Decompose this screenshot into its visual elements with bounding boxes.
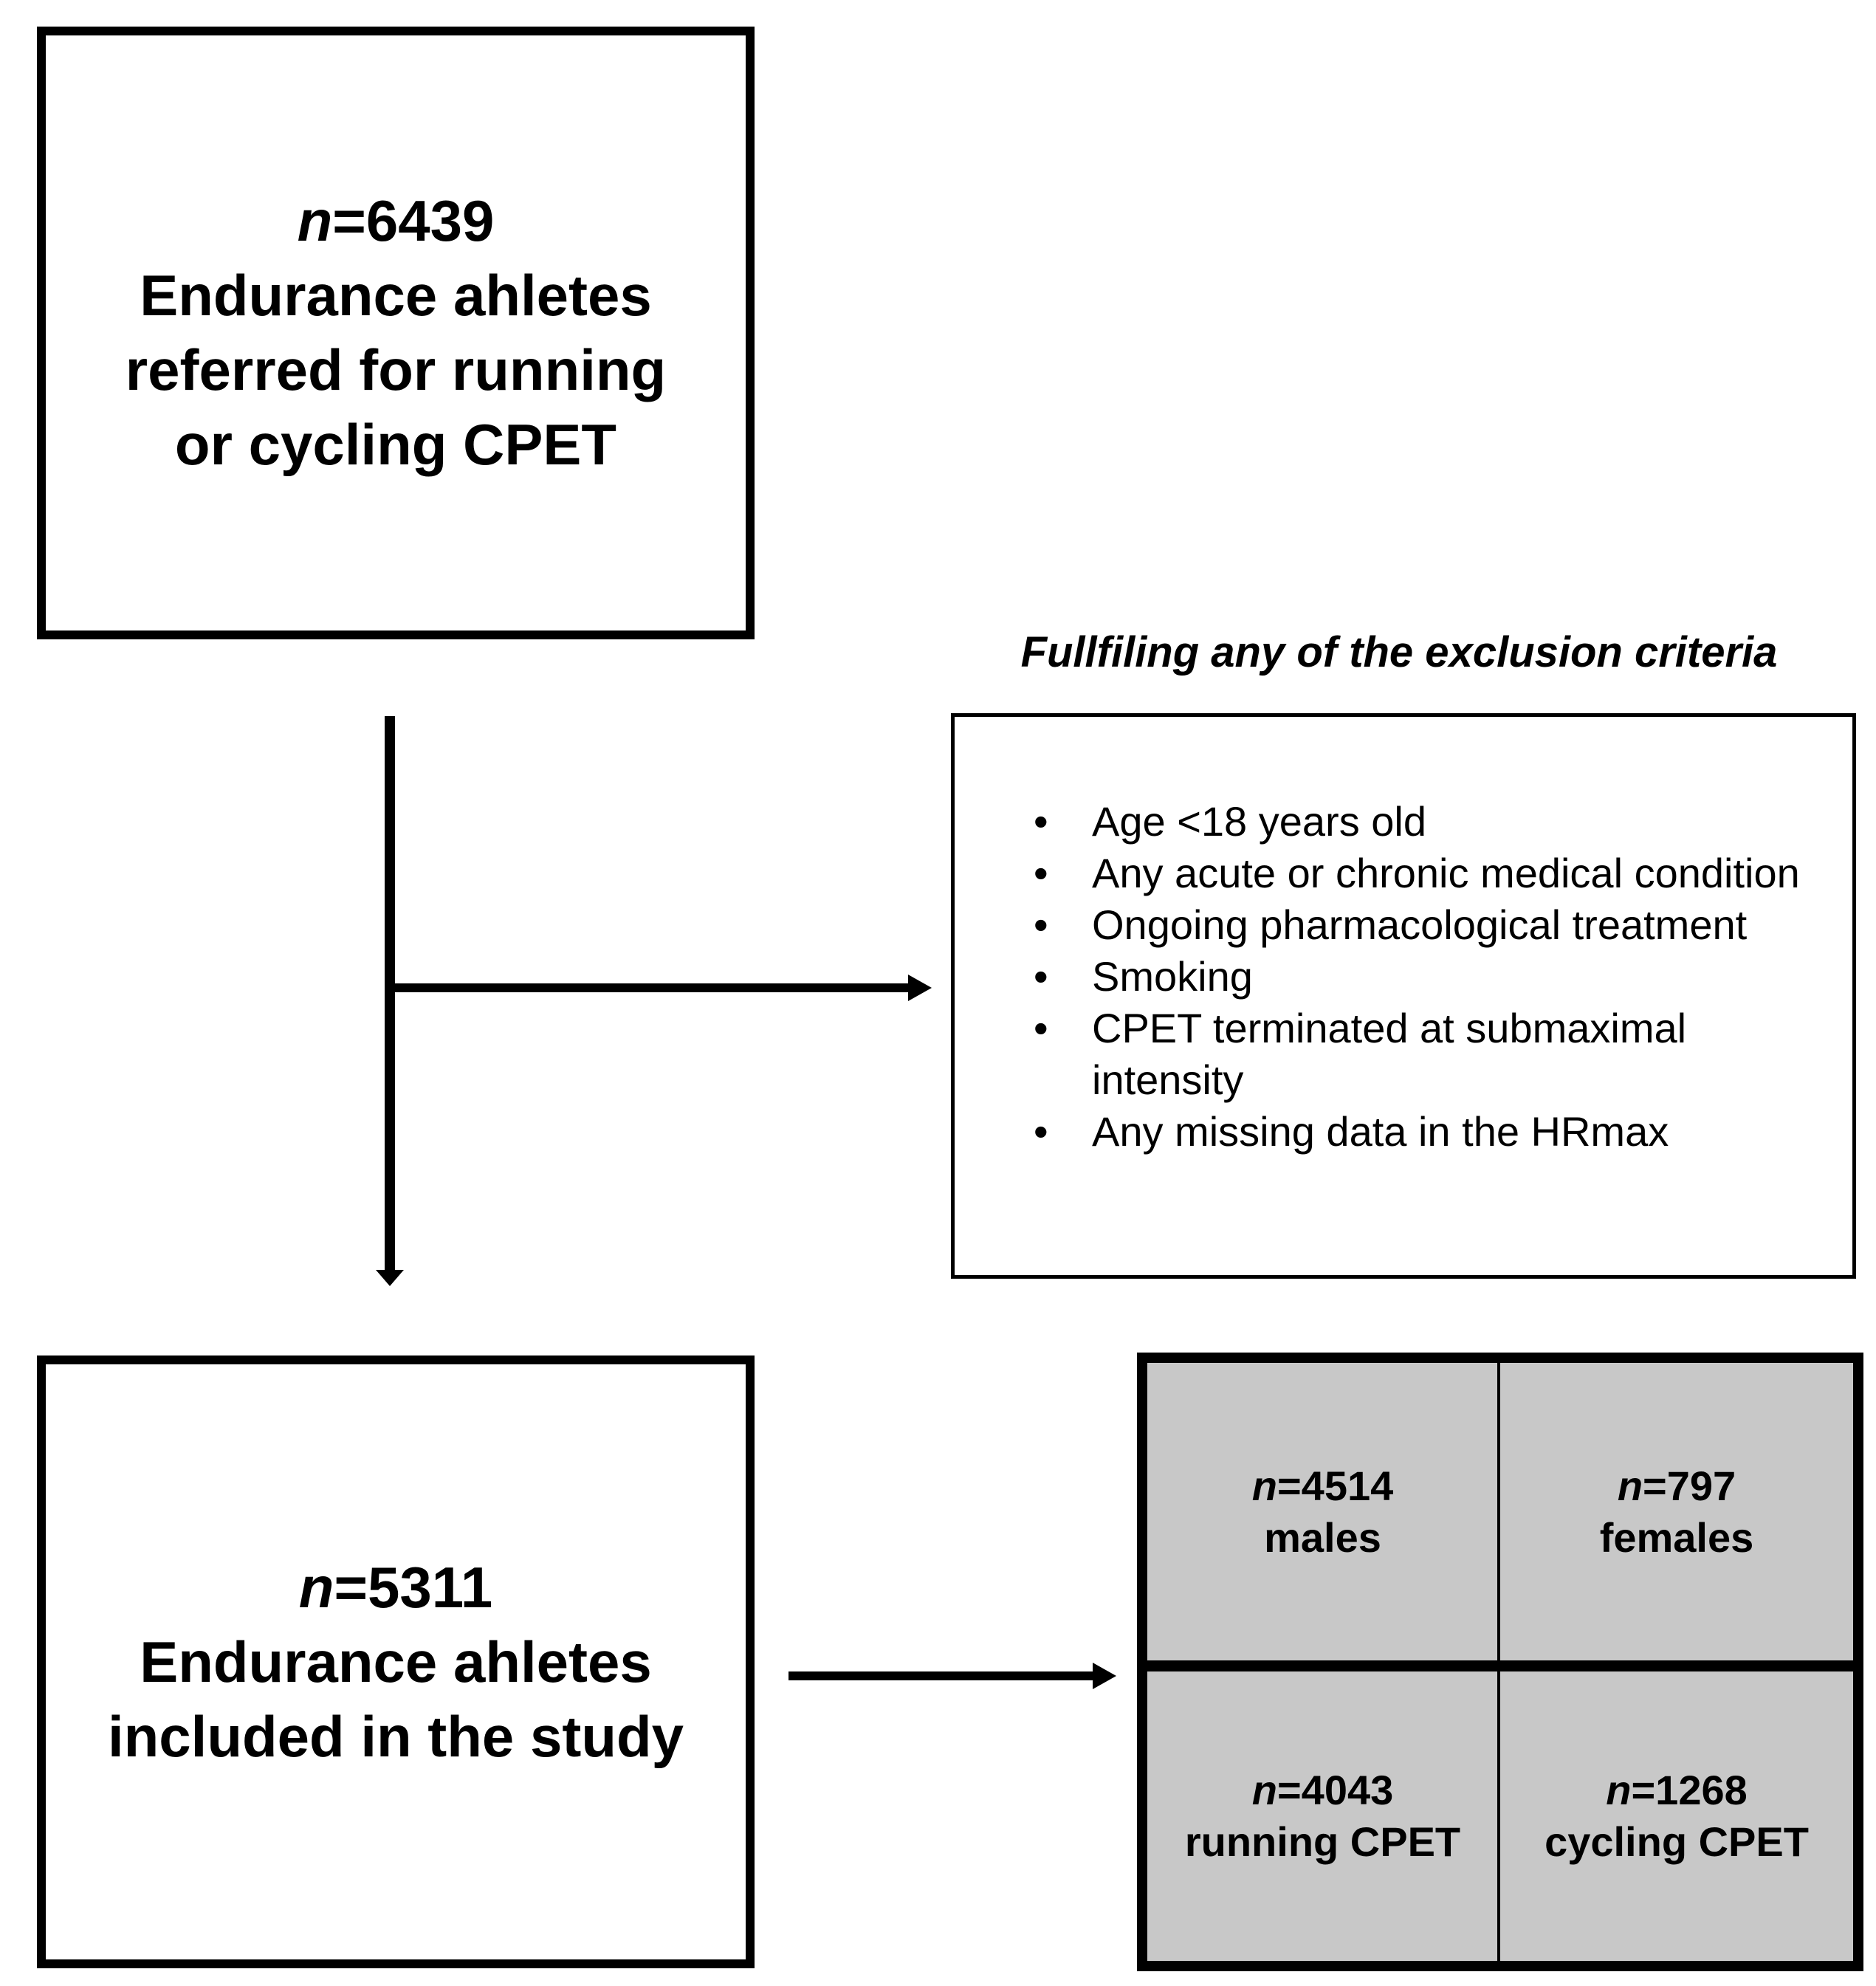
subgroup-count-value: =1268 [1631, 1767, 1748, 1813]
exclusion-item-text: Smoking [1092, 953, 1253, 1000]
exclusion-item: • Smoking [955, 951, 1852, 1003]
arrowhead-to-included [376, 1270, 404, 1286]
bullet-icon: • [1034, 1005, 1048, 1051]
subgroup-label: males [1264, 1513, 1381, 1561]
bullet-icon: • [1034, 1108, 1048, 1155]
n-symbol: n [298, 1554, 334, 1620]
included-count: n=5311 [299, 1550, 492, 1625]
referred-count-value: =6439 [332, 188, 495, 253]
subgroup-count: n=4514 [1252, 1460, 1394, 1512]
exclusion-item: • Ongoing pharmacological treatment [955, 899, 1852, 951]
subgroup-label: females [1599, 1513, 1754, 1561]
subgroup-label: running CPET [1184, 1818, 1461, 1865]
subgroup-grid: n=4514 males n=797 females n=4043 runnin… [1137, 1353, 1863, 1971]
subgroup-females: n=797 females [1500, 1363, 1853, 1660]
subgroup-count-value: =797 [1643, 1462, 1736, 1509]
bullet-icon: • [1034, 850, 1048, 896]
subgroup-cycling: n=1268 cycling CPET [1500, 1671, 1853, 1961]
referred-line-3: or cycling CPET [174, 412, 617, 477]
n-symbol: n [1251, 1767, 1277, 1813]
subgroup-count: n=1268 [1606, 1765, 1748, 1816]
referred-count: n=6439 [298, 184, 495, 258]
exclusion-item: • Any acute or chronic medical condition [955, 848, 1852, 899]
exclusion-item: • Any missing data in the HRmax [955, 1106, 1852, 1158]
exclusion-item: • CPET terminated at submaximal intensity [955, 1003, 1852, 1106]
included-line-2: included in the study [107, 1703, 684, 1769]
included-athletes-box: n=5311 Endurance ahletes included in the… [37, 1356, 755, 1968]
exclusion-item-text: Age <18 years old [1092, 798, 1426, 845]
subgroup-running: n=4043 running CPET [1147, 1671, 1498, 1961]
arrowhead-to-subgroups [1093, 1663, 1116, 1689]
n-symbol: n [1606, 1767, 1632, 1813]
grid-horizontal-divider [1147, 1660, 1853, 1671]
exclusion-item-text: CPET terminated at submaximal intensity [1092, 1005, 1687, 1103]
bullet-icon: • [1034, 901, 1048, 948]
exclusion-item-text: Ongoing pharmacological treatment [1092, 901, 1748, 948]
referred-line-1: Endurance ahletes [140, 263, 652, 328]
included-count-value: =5311 [334, 1554, 493, 1620]
bullet-icon: • [1034, 798, 1048, 845]
subgroup-count-value: =4514 [1277, 1462, 1394, 1509]
subgroup-count: n=4043 [1252, 1765, 1394, 1816]
subgroup-count: n=797 [1618, 1460, 1736, 1512]
bullet-icon: • [1034, 953, 1048, 1000]
exclusion-item-text: Any missing data in the HRmax [1092, 1108, 1669, 1155]
exclusion-criteria-list: • Age <18 years old • Any acute or chronic… [955, 796, 1852, 1158]
subgroup-count-value: =4043 [1277, 1767, 1394, 1813]
n-symbol: n [1617, 1462, 1643, 1509]
exclusion-criteria-title: Fullfiling any of the exclusion criteria [1020, 628, 1778, 676]
referred-line-2: referred for running [125, 337, 667, 402]
exclusion-criteria-box: • Age <18 years old • Any acute or chronic… [951, 713, 1856, 1279]
n-symbol: n [297, 188, 333, 253]
subgroup-males: n=4514 males [1147, 1363, 1498, 1660]
arrowhead-to-exclusion [908, 975, 932, 1001]
exclusion-item-text: Any acute or chronic medical condition [1092, 850, 1800, 896]
exclusion-item: • Age <18 years old [955, 796, 1852, 848]
referred-athletes-box: n=6439 Endurance ahletes referred for ru… [37, 27, 755, 639]
included-line-1: Endurance ahletes [140, 1629, 652, 1694]
subgroup-label: cycling CPET [1545, 1818, 1809, 1865]
n-symbol: n [1251, 1462, 1277, 1509]
